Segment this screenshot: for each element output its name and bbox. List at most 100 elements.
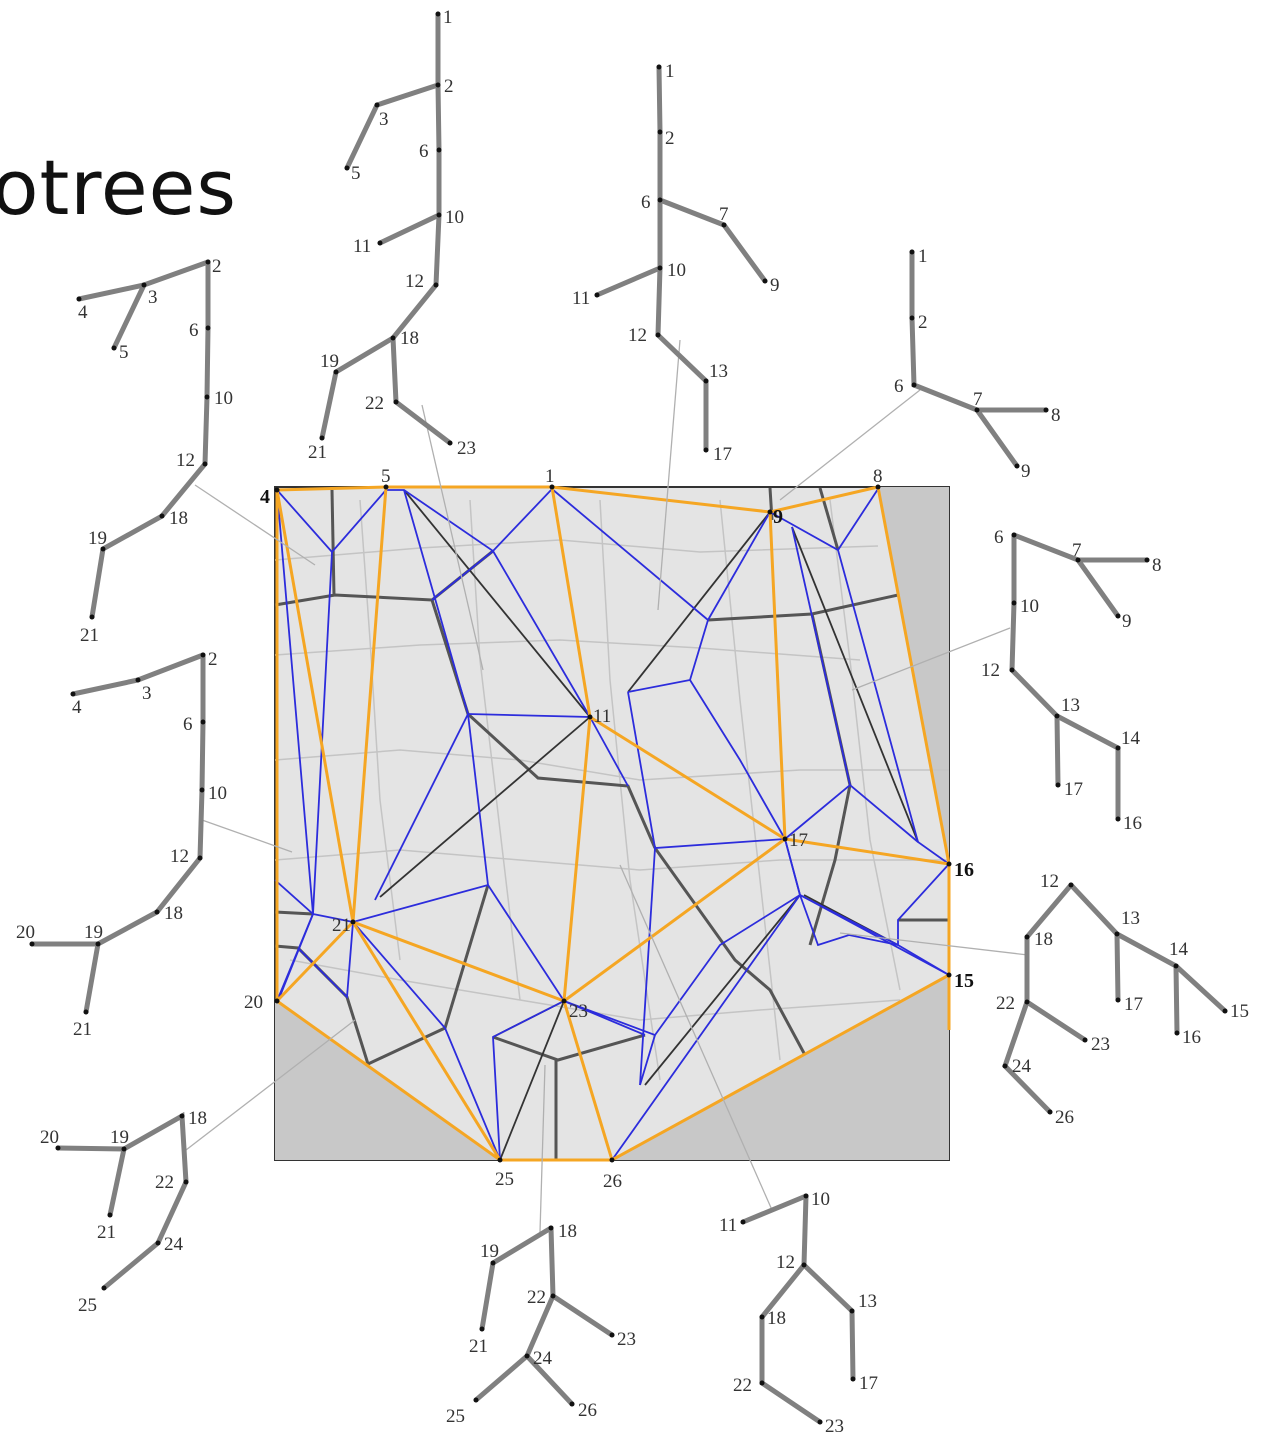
tree-label: 10: [208, 783, 227, 804]
tree-label: 15: [1230, 1001, 1249, 1022]
tree-label: 5: [119, 342, 129, 363]
tree-label: 6: [183, 714, 193, 735]
tree-label: 21: [469, 1336, 488, 1357]
tree-label: 24: [1012, 1056, 1032, 1077]
subtree-upper-left-labels: 2 3 4 5 6 10 12 18 19 21: [78, 256, 233, 646]
tree-label: 11: [572, 288, 590, 309]
tree-label: 10: [445, 207, 464, 228]
tree-label: 17: [859, 1373, 878, 1394]
tree-label: 12: [170, 846, 189, 867]
tree-label: 2: [918, 312, 928, 333]
tree-label: 24: [533, 1348, 553, 1369]
subtree-bottom-right: [740, 1193, 856, 1425]
tree-label: 12: [405, 271, 424, 292]
tree-label: 3: [379, 109, 389, 130]
cp-label-23: 23: [569, 1001, 588, 1022]
tree-label: 10: [811, 1189, 830, 1210]
cp-label-15: 15: [954, 970, 974, 992]
tree-label: 23: [617, 1329, 636, 1350]
tree-label: 9: [1021, 461, 1031, 482]
subtree-vertices: [29, 11, 1228, 1425]
subtree-top-mid-right: [594, 64, 768, 453]
subtree-top-center: [319, 11, 453, 446]
tree-label: 9: [770, 275, 780, 296]
cp-label-25: 25: [495, 1169, 514, 1190]
tree-label: 1: [665, 61, 675, 82]
tree-label: 26: [578, 1400, 597, 1421]
hinge-grid: [274, 499, 949, 1081]
tree-label: 18: [767, 1308, 786, 1329]
tree-label: 11: [353, 236, 371, 257]
tree-label: 5: [351, 163, 361, 184]
subtree-right-upper: [1009, 532, 1150, 822]
tree-label: 19: [110, 1127, 129, 1148]
tree-label: 21: [80, 625, 99, 646]
tree-label: 20: [16, 922, 35, 943]
tree-label: 13: [1061, 695, 1080, 716]
subtree-mid-left: [29, 652, 206, 1015]
crease-vertices: [274, 484, 952, 1163]
cp-label-9: 9: [773, 506, 783, 528]
tree-label: 19: [480, 1241, 499, 1262]
tree-label: 23: [825, 1416, 844, 1436]
subtree-right-lower-labels: 12 13 14 15 16 17 18 22 23 24 26: [996, 871, 1249, 1128]
cp-label-20: 20: [244, 992, 263, 1013]
tree-label: 6: [189, 320, 199, 341]
tree-label: 20: [40, 1127, 59, 1148]
tree-label: 18: [400, 328, 419, 349]
tree-label: 8: [1152, 555, 1162, 576]
tree-label: 3: [148, 287, 158, 308]
tree-label: 22: [155, 1172, 174, 1193]
tree-label: 18: [164, 903, 183, 924]
tree-label: 26: [1055, 1107, 1074, 1128]
tree-label: 22: [733, 1375, 752, 1396]
tree-label: 11: [719, 1215, 737, 1236]
tree-label: 9: [1122, 611, 1132, 632]
tree-label: 7: [719, 204, 729, 225]
tree-label: 16: [1182, 1027, 1201, 1048]
tree-label: 23: [1091, 1034, 1110, 1055]
tree-label: 12: [981, 660, 1000, 681]
tree-label: 23: [457, 438, 476, 459]
tree-label: 22: [365, 393, 384, 414]
tree-label: 4: [72, 697, 82, 718]
cp-label-16: 16: [954, 859, 974, 881]
tree-label: 18: [1034, 929, 1053, 950]
tree-label: 19: [88, 528, 107, 549]
subtree-bottom-right-labels: 10 11 12 13 17 18 22 23: [719, 1189, 878, 1436]
tree-label: 6: [641, 192, 651, 213]
cp-label-11: 11: [593, 706, 611, 727]
tree-label: 12: [628, 325, 647, 346]
tree-label: 22: [527, 1287, 546, 1308]
subtree-lower-left-labels: 18 19 20 21 22 24 25: [40, 1108, 207, 1316]
subtree-lower-left: [55, 1111, 189, 1291]
subtree-top-mid-right-labels: 1 2 6 7 9 10 11 12 13 17: [572, 61, 780, 465]
tree-label: 10: [1020, 596, 1039, 617]
crease-pattern: 1 4 5 8 9 11 15 16 17 20 21 23 25 26: [244, 466, 974, 1192]
tree-label: 13: [709, 361, 728, 382]
subtree-right-upper-labels: 6 7 8 9 10 12 13 14 16 17: [981, 527, 1162, 834]
tree-label: 25: [78, 1295, 97, 1316]
tree-label: 25: [446, 1406, 465, 1427]
subtree-top-right: [909, 249, 1049, 469]
subtree-top-center-labels: 1 2 3 5 6 10 11 12 18 19 21 22 23: [308, 7, 476, 463]
subtree-upper-left: [76, 259, 211, 620]
tree-label: 21: [308, 442, 327, 463]
cp-label-1: 1: [545, 466, 555, 487]
tree-label: 1: [918, 246, 928, 267]
subtree-bottom-center-labels: 18 19 21 22 23 24 25 26: [446, 1221, 636, 1427]
subtree-right-lower: [1002, 882, 1228, 1115]
cp-label-21: 21: [332, 915, 351, 936]
tree-label: 10: [667, 260, 686, 281]
tree-label: 13: [858, 1291, 877, 1312]
tree-label: 12: [176, 450, 195, 471]
tree-label: 18: [558, 1221, 577, 1242]
tree-label: 7: [973, 389, 983, 410]
tree-label: 8: [1051, 405, 1061, 426]
subtree-mid-left-labels: 2 3 4 6 10 12 18 19 20 21: [16, 649, 227, 1040]
cp-label-4: 4: [260, 486, 270, 508]
tree-label: 2: [212, 256, 222, 277]
tree-label: 14: [1121, 728, 1141, 749]
subtree-top-right-labels: 1 2 6 7 8 9: [894, 246, 1061, 482]
